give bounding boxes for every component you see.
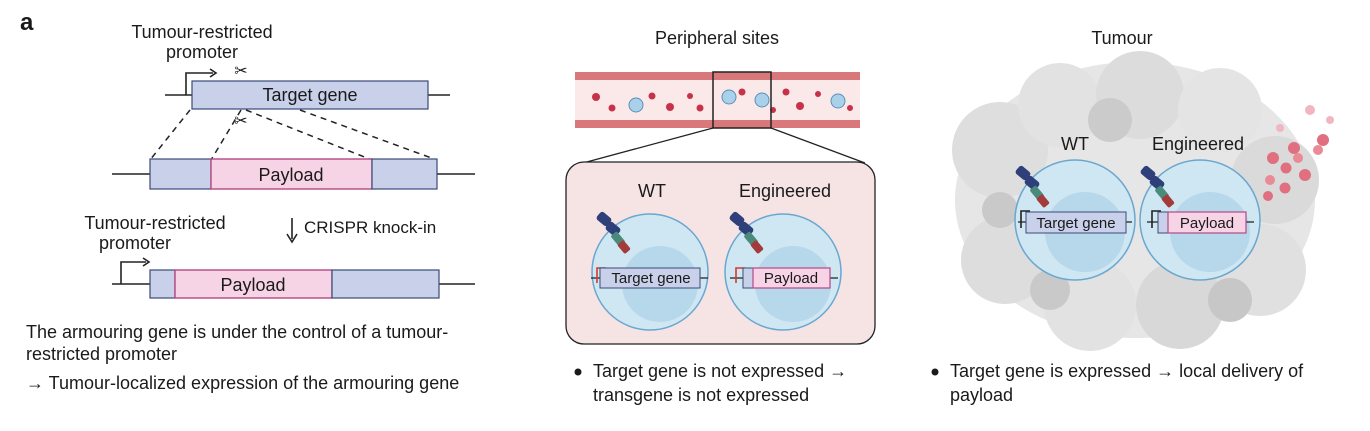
middle-eng-payload-box — [752, 267, 831, 289]
t-cells-in-vessel — [628, 89, 846, 113]
middle-title: Peripheral sites — [655, 28, 779, 48]
promoter-label-top-line1: Tumour-restricted — [131, 22, 272, 42]
homology-arm-left — [149, 158, 212, 190]
homology-line-4 — [299, 109, 438, 161]
target-gene-label: Target gene — [262, 85, 357, 105]
promoter-label-top-line2: promoter — [166, 42, 238, 62]
car-receptor-icon-right — [1015, 165, 1050, 208]
homology-line-1 — [149, 109, 191, 161]
promoter-label-bottom-line2: promoter — [99, 233, 171, 253]
homology-arm-right — [371, 158, 438, 190]
promoter-on-icon — [1020, 210, 1030, 228]
middle-bullet-line2: transgene is not expressed — [593, 385, 809, 405]
zoom-line-left — [582, 127, 714, 164]
middle-bullet-line1: Target gene is not expressed → — [593, 361, 847, 381]
right-eng-label: Engineered — [1152, 134, 1244, 154]
car-receptor-icon — [596, 211, 631, 254]
left-caption-arrow: → Tumour-localized expression of the arm… — [26, 373, 459, 393]
right-panel: Tumour — [931, 28, 1334, 405]
right-title: Tumour — [1091, 28, 1152, 48]
edited-payload-label: Payload — [220, 275, 285, 295]
promoter-label-bottom-line1: Tumour-restricted — [84, 213, 225, 233]
target-gene-box — [191, 80, 429, 110]
right-wt-gene-label: Target gene — [1036, 215, 1115, 232]
homology-line-3 — [245, 109, 373, 161]
promoter-arrowhead-icon-bottom — [142, 257, 151, 267]
right-eng-payload-box — [1167, 211, 1247, 234]
promoter-arrow-icon-bottom — [120, 261, 146, 284]
tumour-mass — [952, 51, 1319, 351]
scissors-icon: ✂ — [234, 63, 247, 80]
promoter-off-icon-eng — [735, 267, 745, 283]
vessel-lumen — [575, 72, 860, 128]
panel-label: a — [20, 9, 34, 36]
donor-payload-label: Payload — [258, 165, 323, 185]
bullet-dot-icon-right — [931, 368, 939, 376]
promoter-on-icon-eng — [1151, 210, 1161, 228]
vessel-wall-top — [575, 72, 860, 80]
middle-wt-gene-box — [599, 267, 701, 289]
right-eng-left-seg — [1157, 211, 1169, 234]
right-wt-label: WT — [1061, 134, 1089, 154]
down-arrowhead-icon — [286, 233, 298, 244]
left-caption-line2: restricted promoter — [26, 344, 177, 364]
car-receptor-icon-right-eng — [1140, 165, 1175, 208]
right-bullet-line1: Target gene is expressed → local deliver… — [950, 361, 1304, 381]
middle-eng-left-seg — [742, 267, 754, 289]
middle-wt-gene-label: Target gene — [611, 270, 690, 287]
zoom-box — [712, 71, 772, 129]
crispr-label: CRISPR knock-in — [304, 218, 436, 237]
edited-right-segment — [331, 269, 440, 299]
bullet-dot-icon — [574, 368, 582, 376]
promoter-arrow-icon — [185, 72, 213, 95]
middle-panel: Peripheral sites WT Engineered — [565, 28, 876, 405]
right-bullet-line2: payload — [950, 385, 1013, 405]
edited-payload-box — [174, 269, 333, 299]
donor-payload-box — [210, 158, 373, 190]
left-caption-line1: The armouring gene is under the control … — [26, 322, 448, 342]
homology-line-2 — [210, 109, 242, 161]
right-wt-gene-box — [1025, 211, 1127, 234]
right-eng-gene-label: Payload — [1180, 215, 1234, 232]
payload-dots — [1263, 105, 1334, 201]
vessel-wall-bottom — [575, 120, 860, 128]
zoom-line-right — [770, 127, 866, 164]
car-receptor-icon-eng — [729, 211, 764, 254]
left-panel: a Tumour-restricted promoter ✂ Target ge… — [20, 9, 475, 393]
middle-eng-gene-label: Payload — [764, 270, 818, 287]
edited-left-segment — [149, 269, 176, 299]
middle-eng-label: Engineered — [739, 181, 831, 201]
middle-wt-label: WT — [638, 181, 666, 201]
scissors-icon-lower: ✂ — [234, 113, 247, 130]
promoter-arrowhead-icon — [209, 68, 218, 78]
blood-cells — [592, 88, 853, 113]
